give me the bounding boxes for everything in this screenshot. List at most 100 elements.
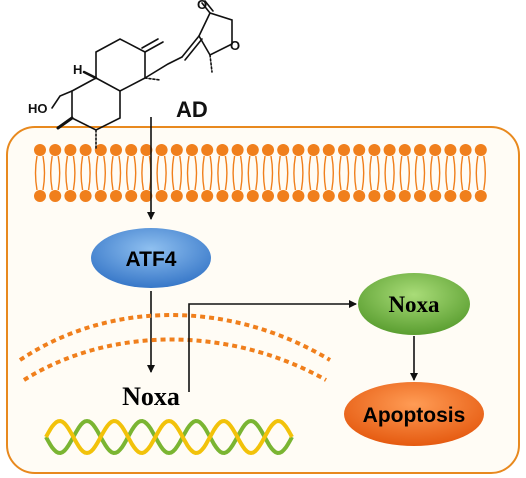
- lipid-tail: [323, 155, 327, 191]
- lipid-head-inner: [322, 190, 335, 202]
- lipid-tail: [133, 155, 137, 191]
- arrow-noxa-gene-to-protein: [188, 300, 357, 392]
- lipid-tail: [475, 155, 479, 191]
- lipid-head-outer: [79, 144, 92, 156]
- lipid-head-inner: [353, 190, 366, 202]
- lipid-head-inner: [64, 190, 77, 202]
- lipid-tail: [346, 155, 350, 191]
- lipid-tail: [126, 155, 129, 191]
- lipid-tail: [186, 155, 190, 191]
- lipid-tail: [452, 155, 456, 191]
- lipid-tail: [293, 155, 297, 191]
- lipid-tail: [118, 155, 122, 191]
- atf4-label: ATF4: [126, 248, 177, 271]
- lipid-head-inner: [338, 190, 350, 202]
- atf4-node: [91, 228, 211, 288]
- lipid-head-inner: [246, 190, 259, 202]
- lipid-head-inner: [307, 190, 320, 202]
- lipid-head-outer: [322, 144, 335, 156]
- lipid-head-inner: [94, 190, 107, 202]
- lipid-tail: [141, 155, 145, 191]
- lipid-bilayer-membrane: [34, 144, 487, 202]
- lipid-head-inner: [292, 190, 305, 202]
- lipid-head-outer: [429, 144, 442, 156]
- lipid-head-outer: [94, 144, 107, 156]
- lipid-head-outer: [338, 144, 350, 156]
- lipid-tail: [156, 155, 160, 191]
- lipid-tail: [80, 155, 84, 191]
- lipid-head-outer: [292, 144, 305, 156]
- lipid-head-inner: [125, 190, 138, 202]
- lipid-tail: [65, 155, 69, 191]
- lipid-tail: [239, 155, 243, 191]
- lipid-head-inner: [262, 190, 274, 202]
- lipid-head-outer: [140, 144, 153, 156]
- dna-strand-green: [44, 418, 294, 456]
- lipid-head-inner: [186, 190, 198, 202]
- lipid-head-outer: [186, 144, 198, 156]
- dna-helix: [44, 418, 294, 456]
- lipid-tail: [110, 155, 114, 191]
- lipid-tail: [407, 155, 410, 191]
- lipid-head-outer: [34, 144, 46, 156]
- lipid-tail: [217, 155, 221, 191]
- lipid-head-inner: [414, 190, 426, 202]
- lipid-head-outer: [262, 144, 274, 156]
- nuclear-envelope-outer: [18, 313, 332, 362]
- lipid-tail: [95, 155, 99, 191]
- lipid-head-outer: [444, 144, 457, 156]
- lipid-tail: [270, 155, 274, 191]
- lipid-tail: [315, 155, 319, 191]
- lipid-tail: [232, 155, 236, 191]
- lipid-head-outer: [459, 144, 472, 156]
- lipid-tail: [391, 155, 395, 191]
- lipid-tail: [467, 155, 471, 191]
- lipid-head-outer: [307, 144, 320, 156]
- noxa-protein-label: Noxa: [388, 292, 440, 317]
- lipid-tail: [414, 155, 418, 191]
- lipid-head-inner: [368, 190, 381, 202]
- lipid-head-outer: [216, 144, 229, 156]
- lipid-tail: [209, 155, 213, 191]
- lipid-head-outer: [110, 144, 122, 156]
- noxa-gene-label: Noxa: [122, 382, 180, 411]
- lipid-tail: [430, 155, 433, 191]
- lipid-tail: [57, 155, 61, 191]
- lipid-tail: [87, 155, 91, 191]
- lipid-head-outer: [383, 144, 396, 156]
- lipid-tail: [361, 155, 365, 191]
- lipid-head-outer: [398, 144, 411, 156]
- lipid-head-inner: [231, 190, 244, 202]
- lipid-head-outer: [246, 144, 259, 156]
- lipid-tail: [285, 155, 289, 191]
- lipid-head-outer: [353, 144, 366, 156]
- lipid-head-inner: [201, 190, 214, 202]
- lipid-tail: [247, 155, 251, 191]
- lipid-head-inner: [79, 190, 92, 202]
- molecule-hydrogen-label: H: [73, 62, 82, 77]
- lipid-head-inner: [444, 190, 457, 202]
- lipid-tail: [399, 155, 403, 191]
- lipid-tail: [72, 155, 76, 191]
- lipid-tail: [194, 155, 198, 191]
- lipid-tail: [171, 155, 175, 191]
- compound-structure: [51, 0, 233, 151]
- lipid-head-outer: [474, 144, 487, 156]
- lipid-tail: [369, 155, 373, 191]
- lipid-tail: [437, 155, 441, 191]
- lipid-tail: [103, 155, 106, 191]
- lipid-head-inner: [216, 190, 229, 202]
- lipid-tail: [255, 155, 258, 191]
- lipid-head-inner: [170, 190, 183, 202]
- lipid-tail: [278, 155, 281, 191]
- lipid-tail: [354, 155, 357, 191]
- lipid-head-inner: [474, 190, 487, 202]
- apoptosis-label: Apoptosis: [363, 404, 466, 427]
- lipid-head-inner: [277, 190, 290, 202]
- lipid-tail: [460, 155, 464, 191]
- lipid-head-outer: [170, 144, 183, 156]
- molecule-oxygen-label: O: [197, 0, 207, 12]
- dna-strand-yellow: [44, 418, 294, 456]
- lipid-tail: [384, 155, 388, 191]
